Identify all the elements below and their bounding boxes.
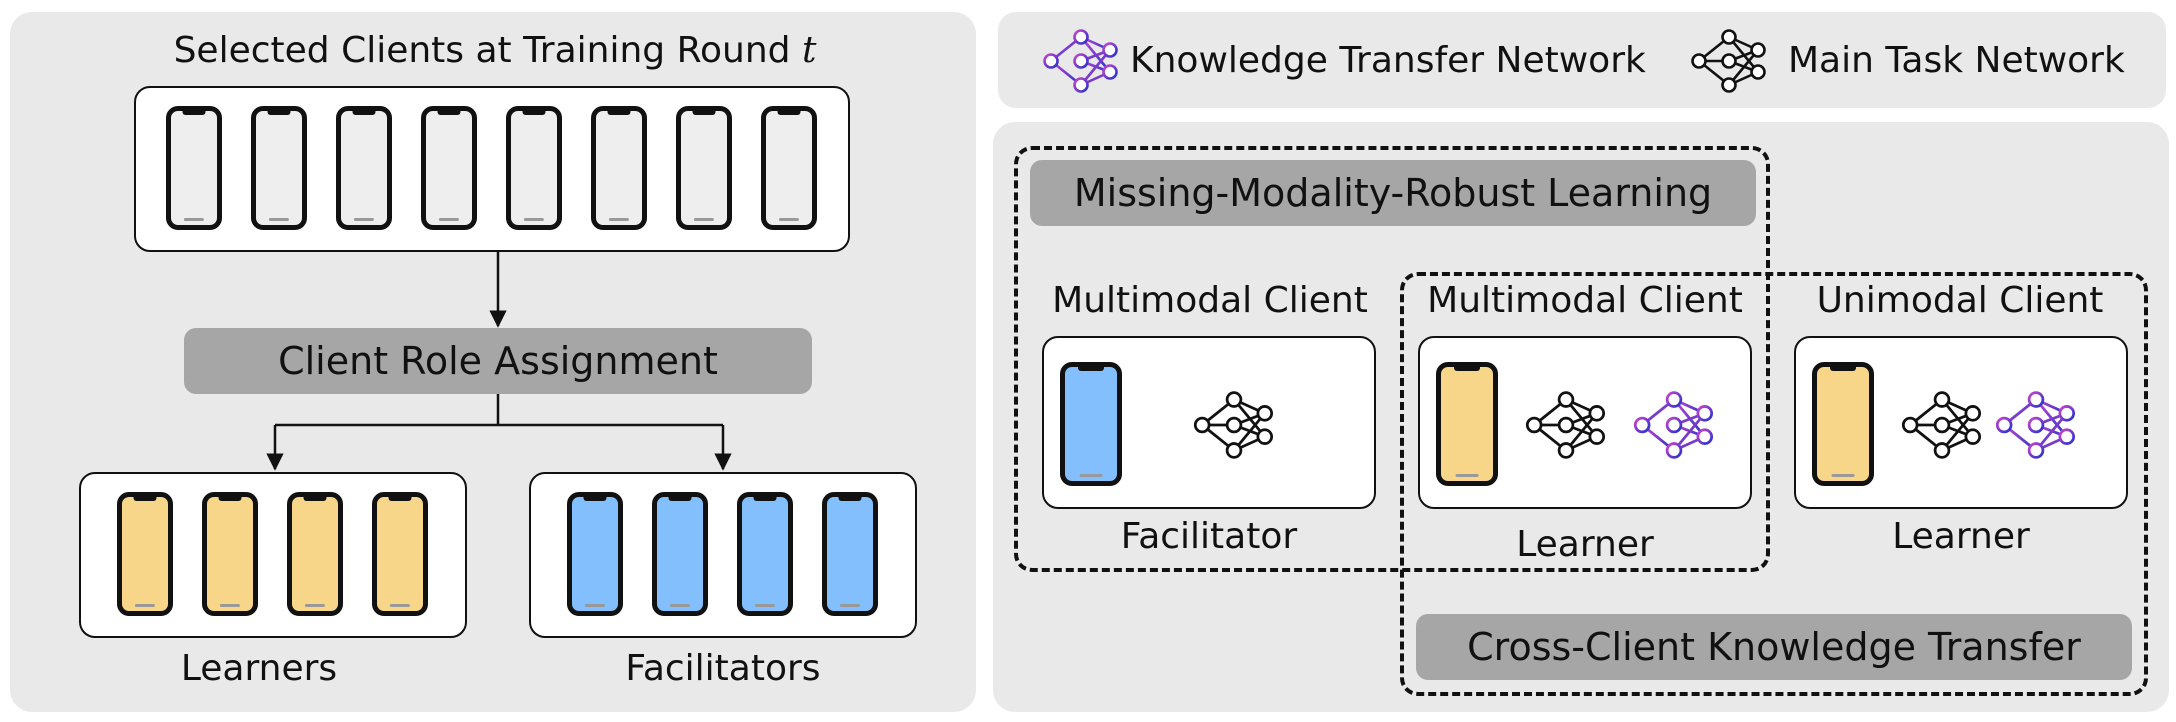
phone-facilitator [652, 492, 708, 616]
client3-title: Unimodal Client [1816, 280, 2104, 321]
phone-learner [287, 492, 343, 616]
client-role-assignment: Client Role Assignment [184, 328, 812, 394]
phone-unselected [336, 106, 392, 230]
knowledge-transfer-network-icon [1633, 391, 1714, 459]
phone-unselected [506, 106, 562, 230]
main-task-network-icon [1901, 391, 1982, 459]
selected-clients-title-text: Selected Clients at Training Round [173, 30, 802, 71]
phone-unselected [251, 106, 307, 230]
selected-clients-title: Selected Clients at Training Round t [105, 30, 885, 71]
client2-title: Multimodal Client [1427, 280, 1743, 321]
phone-unselected [761, 106, 817, 230]
client1-card [1042, 336, 1376, 509]
phone-learner [117, 492, 173, 616]
client2-card [1418, 336, 1752, 509]
phone-facilitator [822, 492, 878, 616]
phone-learner [372, 492, 428, 616]
learners-label: Learners [180, 648, 338, 689]
cross-client-knowledge-transfer-label: Cross-Client Knowledge Transfer [1467, 625, 2081, 669]
selected-clients-box [134, 86, 850, 252]
phone-facilitator [567, 492, 623, 616]
cross-client-knowledge-transfer-title: Cross-Client Knowledge Transfer [1416, 614, 2132, 680]
knowledge-transfer-network-icon [1043, 29, 1118, 93]
main-task-network-icon [1691, 29, 1766, 93]
cross-client-knowledge-transfer-region [1400, 272, 2148, 696]
phone-unselected [676, 106, 732, 230]
knowledge-transfer-network-label: Knowledge Transfer Network [1130, 40, 1646, 81]
main-task-network-icon [1193, 391, 1274, 459]
learners-box [79, 472, 467, 638]
knowledge-transfer-network-icon [1995, 391, 2076, 459]
facilitators-box [529, 472, 917, 638]
phone-facilitator [1060, 362, 1122, 486]
client3-role: Learner [1892, 516, 2030, 557]
facilitators-label: Facilitators [625, 648, 821, 689]
legend-panel [998, 12, 2166, 108]
phone-learner [1436, 362, 1498, 486]
round-variable: t [801, 30, 817, 71]
missing-modality-robust-learning-title: Missing-Modality-Robust Learning [1030, 160, 1756, 226]
phone-learner [202, 492, 258, 616]
phone-facilitator [737, 492, 793, 616]
missing-modality-robust-learning-region [1014, 146, 1770, 572]
phone-unselected [591, 106, 647, 230]
client3-card [1794, 336, 2128, 509]
phone-learner [1812, 362, 1874, 486]
client2-role: Learner [1516, 524, 1654, 565]
phone-unselected [166, 106, 222, 230]
client1-title: Multimodal Client [1052, 280, 1368, 321]
main-task-network-label: Main Task Network [1788, 40, 2125, 81]
client-role-assignment-label: Client Role Assignment [278, 339, 718, 383]
missing-modality-robust-learning-label: Missing-Modality-Robust Learning [1073, 171, 1713, 215]
main-task-network-icon [1525, 391, 1606, 459]
client1-role: Facilitator [1120, 516, 1298, 557]
phone-unselected [421, 106, 477, 230]
